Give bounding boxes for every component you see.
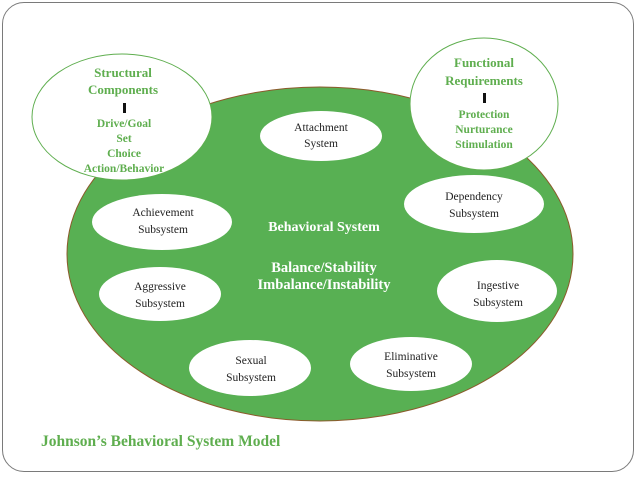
connector-mark — [483, 93, 486, 103]
subsystem-label: Sexual — [235, 355, 266, 367]
subsystem-label: Aggressive — [134, 281, 186, 293]
behavioral-system-title: Behavioral System — [268, 220, 380, 235]
subsystem-attachment: Attachment System — [260, 111, 382, 161]
subsystem-ellipse — [92, 194, 232, 250]
subsystem-ellipse — [189, 340, 311, 396]
subsystem-sexual: Sexual Subsystem — [189, 340, 311, 396]
functional-requirements-circle — [409, 37, 559, 171]
subsystem-achievement: Achievement Subsystem — [92, 194, 232, 250]
subsystem-ellipse — [260, 111, 382, 161]
structural-item: Action/Behavior — [84, 163, 165, 175]
structural-item: Set — [116, 133, 132, 145]
subsystem-label: Subsystem — [449, 208, 499, 220]
functional-item: Protection — [459, 109, 510, 121]
subsystem-label: Subsystem — [473, 297, 523, 309]
subsystem-label: Dependency — [445, 191, 503, 203]
imbalance-instability-label: Imbalance/Instability — [258, 277, 392, 293]
structural-title-2: Components — [88, 82, 158, 97]
subsystem-label: Subsystem — [226, 372, 276, 384]
structural-components-circle — [31, 53, 213, 181]
subsystem-ellipse — [350, 337, 472, 391]
balance-stability-label: Balance/Stability — [271, 260, 377, 276]
subsystem-ellipse — [99, 267, 221, 321]
functional-title-2: Requirements — [445, 73, 523, 88]
subsystem-label: Ingestive — [477, 280, 519, 292]
subsystem-ellipse — [404, 175, 544, 233]
behavioral-system-ellipse — [66, 86, 574, 422]
subsystem-label: Eliminative — [384, 351, 438, 363]
connector-mark — [123, 103, 126, 113]
slide-frame — [2, 2, 634, 472]
structural-title-1: Structural — [94, 65, 152, 80]
subsystem-aggressive: Aggressive Subsystem — [99, 267, 221, 321]
structural-item: Choice — [107, 148, 141, 160]
subsystem-label: System — [304, 138, 338, 150]
subsystem-ingestive: Ingestive Subsystem — [437, 260, 557, 322]
subsystem-label: Subsystem — [386, 368, 436, 380]
subsystem-ellipse — [437, 260, 557, 322]
functional-item: Nurturance — [455, 124, 513, 136]
functional-item: Stimulation — [455, 139, 513, 151]
subsystem-label: Subsystem — [135, 298, 185, 310]
subsystem-label: Attachment — [294, 122, 348, 134]
structural-item: Drive/Goal — [97, 118, 151, 130]
subsystem-dependency: Dependency Subsystem — [404, 175, 544, 233]
subsystem-eliminative: Eliminative Subsystem — [350, 337, 472, 391]
functional-title-1: Functional — [454, 55, 514, 70]
diagram-caption: Johnson’s Behavioral System Model — [41, 433, 281, 450]
subsystem-label: Subsystem — [138, 224, 188, 236]
subsystem-label: Achievement — [132, 207, 194, 219]
